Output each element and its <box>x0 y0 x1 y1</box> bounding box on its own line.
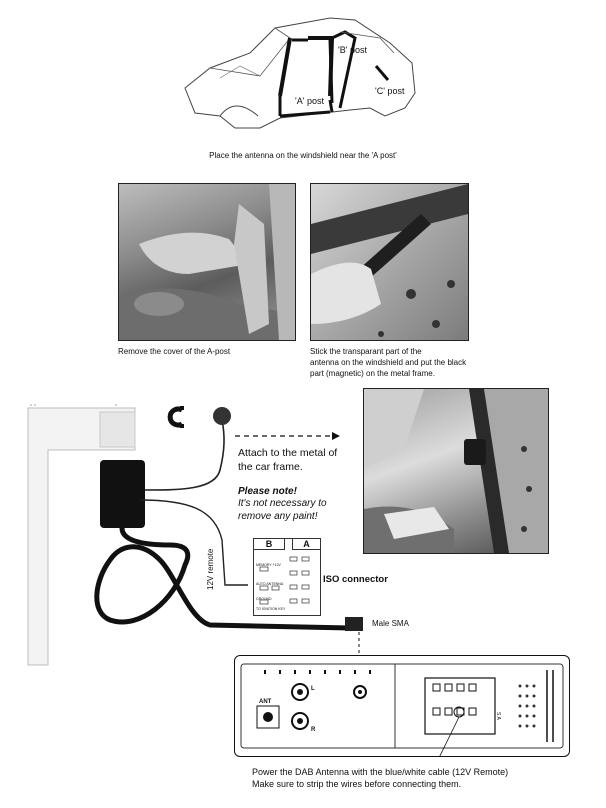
iso-ground-label: GROUND <box>256 597 272 601</box>
right-photo-caption: Stick the transparant part of the antenn… <box>310 346 466 379</box>
iso-auto-label: AUTO ANTENNA <box>256 582 284 586</box>
attach-line: the car frame. <box>238 461 303 473</box>
iso-connector: B A MEMORY +12V AUTO ANTENNA GROUND TO I… <box>253 538 321 616</box>
male-sma-label: Male SMA <box>372 619 410 628</box>
magnet-icon <box>167 406 184 428</box>
iso-connector-label: ISO connector <box>323 574 388 585</box>
svg-text:▫: ▫ <box>115 403 117 409</box>
left-photo-caption: Remove the cover of the A-post <box>118 347 231 356</box>
a-post-label: 'A' post <box>295 96 324 106</box>
power-instructions: Power the DAB Antenna with the blue/whit… <box>252 766 508 790</box>
antenna-windshield-photo <box>310 183 469 341</box>
instruction-line: Make sure to strip the wires before conn… <box>252 779 462 789</box>
a-post-cover-photo <box>118 183 296 341</box>
instruction-line: Power the DAB Antenna with the blue/whit… <box>252 767 509 777</box>
c-post-label: 'C' post <box>375 86 405 96</box>
r-label: R <box>311 727 316 733</box>
ant-label: ANT <box>259 699 272 705</box>
sa-label: S A <box>495 712 501 720</box>
iso-b-label: B <box>254 539 285 550</box>
right-caption-line: part (magnetic) on the metal frame. <box>310 369 435 378</box>
l-label: L <box>311 686 315 692</box>
attach-text: Attach to the metal of the car frame. <box>238 446 337 474</box>
iso-a-label: A <box>292 539 320 550</box>
right-caption-line: antenna on the windshield and put the bl… <box>310 358 467 367</box>
wiring-diagram: ▫ ▫ ▫ Male SMA <box>27 403 410 670</box>
right-caption-line: Stick the transparant part of the <box>310 347 422 356</box>
iso-ignition-label: TO IGNITION KEY <box>256 607 286 611</box>
iso-memory-label: MEMORY +12V <box>256 563 281 567</box>
b-post-label: 'B' post <box>338 45 367 55</box>
note-line: remove any paint! <box>238 511 318 522</box>
car-illustration: 'A' post 'B' post 'C' post <box>184 17 416 129</box>
remote-label: 12V remote <box>206 548 215 590</box>
svg-text:▫ ▫: ▫ ▫ <box>30 403 36 409</box>
note-title: Please note! <box>238 486 297 497</box>
magnet-frame-photo <box>363 388 549 554</box>
radio-unit: ANT L R S A <box>234 655 570 757</box>
attach-line: Attach to the metal of <box>238 447 338 459</box>
car-caption: Place the antenna on the windshield near… <box>209 151 397 160</box>
paint-note: Please note! It's not necessary to remov… <box>238 486 327 523</box>
note-line: It's not necessary to <box>238 498 327 509</box>
